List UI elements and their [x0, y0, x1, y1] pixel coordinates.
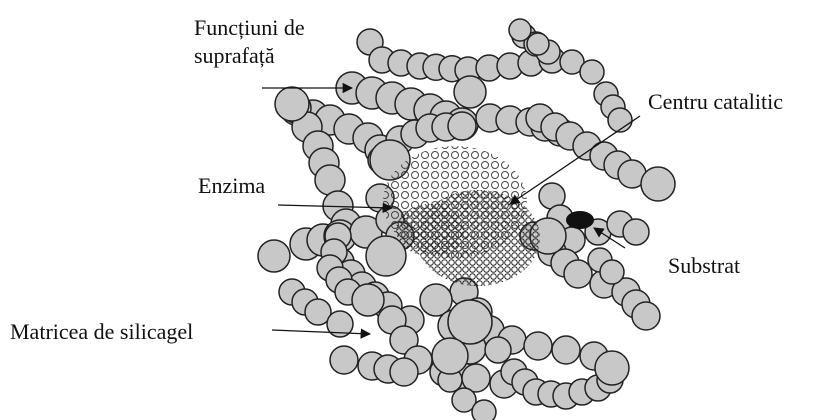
- silica-bead: [600, 260, 624, 284]
- surface-functions-label-line2: suprafață: [194, 42, 305, 70]
- silica-bead: [432, 338, 468, 374]
- silica-bead: [330, 346, 358, 374]
- substrate-label: Substrat: [668, 252, 740, 280]
- silica-bead: [632, 302, 660, 330]
- silica-bead: [527, 33, 549, 55]
- silica-bead: [448, 300, 492, 344]
- enzyme: [383, 146, 540, 286]
- silica-bead: [472, 400, 496, 420]
- silica-bead: [485, 337, 511, 363]
- silica-bead: [564, 260, 592, 288]
- surface-functions-label-line1: Funcțiuni de: [194, 14, 305, 42]
- silica-bead: [390, 358, 418, 386]
- silica-bead: [509, 19, 531, 41]
- surface-functions-label: Funcțiuni de suprafață: [194, 14, 305, 70]
- silica-bead: [623, 219, 649, 245]
- silica-bead: [552, 336, 580, 364]
- silica-bead: [258, 240, 290, 272]
- silica-matrix-arrow: [272, 330, 370, 334]
- silica-bead: [454, 76, 486, 108]
- silica-bead: [352, 284, 384, 316]
- substrate-molecule: [566, 211, 594, 229]
- silica-bead: [448, 112, 476, 140]
- catalytic-center-label: Centru catalitic: [648, 88, 783, 116]
- silica-bead: [275, 87, 309, 121]
- silica-bead: [524, 332, 552, 360]
- enzyme-label: Enzima: [198, 172, 265, 200]
- silica-matrix-label: Matricea de silicagel: [10, 318, 193, 346]
- silica-bead: [641, 167, 675, 201]
- silica-bead: [595, 351, 629, 385]
- silica-bead: [608, 108, 632, 132]
- silica-bead: [580, 60, 604, 84]
